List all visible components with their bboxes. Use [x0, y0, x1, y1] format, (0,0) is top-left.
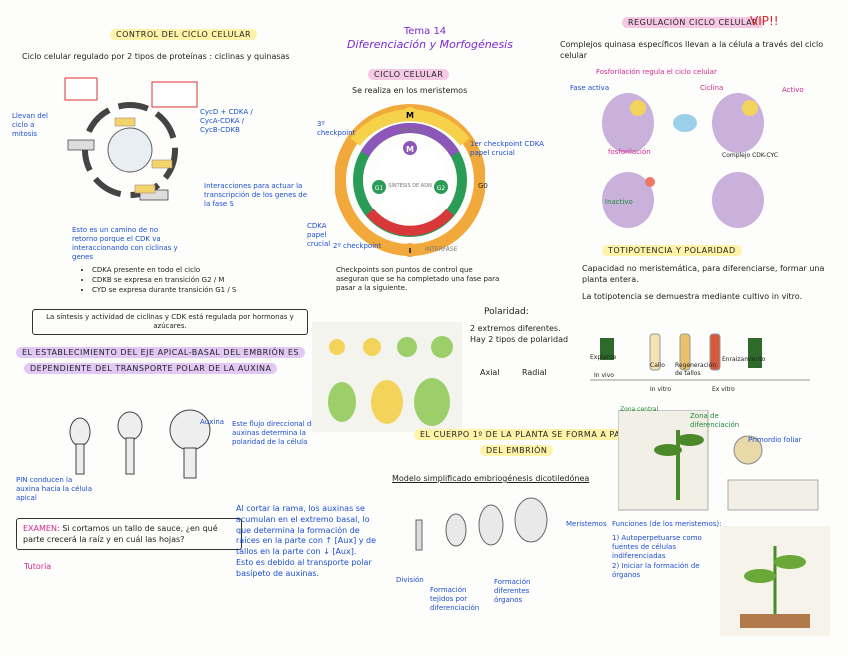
cycle-g0-label: G0 — [478, 182, 488, 190]
control-bullets: CDKA presente en todo el ciclo CDKB se e… — [82, 265, 302, 296]
control-intro: Ciclo celular regulado por 2 tipos de pr… — [22, 52, 290, 61]
cdk-diagram-side — [150, 72, 200, 132]
plan-heading-2: DEL EMBRIÓN — [480, 445, 554, 457]
tutoria-label: Tutoría — [24, 562, 52, 571]
regulation-label-6: Complejo CDK-CYC — [722, 152, 779, 159]
plan-function-2: 2) Iniciar la formación de órganos — [612, 562, 700, 580]
apical-label-1: Zona central — [620, 406, 659, 413]
cycle-subtitle: Se realiza en los meristemos — [352, 86, 468, 95]
cycle-heading: CICLO CELULAR — [368, 69, 450, 81]
regulation-text: Complejos quinasa específicos llevan a l… — [560, 40, 824, 60]
totipotency-invitro: In vitro — [650, 386, 672, 393]
embryo-left-note: PIN conducen la auxina hacia la célula a… — [16, 476, 93, 503]
regulation-label-3: fosforilación — [608, 148, 651, 156]
apical-figure — [617, 409, 828, 520]
cycle-synthesis-label: SÍNTESIS DE ADN — [388, 182, 432, 189]
plan-heading-1: EL CUERPO 1º DE LA PLANTA SE FORMA A PAR… — [414, 429, 646, 441]
cdk-cycle-figure — [64, 77, 178, 201]
totipotency-regeneracion: Regeneración de tallos — [675, 362, 717, 377]
control-box: La síntesis y actividad de ciclinas y CD… — [32, 309, 308, 336]
plan-label-tejidos: Formación tejidos por diferenciación — [430, 586, 480, 613]
totipotency-text-1: Capacidad no meristemática, para diferen… — [582, 264, 825, 284]
totipotency-exvitro: Ex vitro — [712, 386, 735, 393]
control-left-note: Llevan del ciclo a mitosis — [12, 112, 48, 139]
control-bottom-note: Esto es un camino de no retorno porque e… — [72, 226, 178, 262]
exam-box: EXAMEN: Si cortamos un tallo de sauce, ¿… — [16, 518, 242, 551]
regulation-label-1: Fase activa — [570, 84, 610, 92]
regulation-label-2: Ciclina — [700, 84, 724, 92]
cycle-m-inner-marker — [403, 141, 417, 155]
cycle-checkpoint-3: 3º checkpoint — [317, 120, 356, 138]
embryo-auxin-label: Auxina — [200, 418, 225, 426]
control-heading: CONTROL DEL CICLO CELULAR — [110, 29, 258, 41]
arabidopsis-figure — [312, 322, 462, 432]
cycle-g1-label: G1 — [375, 185, 384, 192]
regulation-label-4: Inactivo — [605, 198, 633, 206]
plan-functions-title: Funciones (de los meristemos): — [612, 520, 722, 528]
plan-label-division: División — [396, 576, 424, 584]
page-title: Diferenciación y Morfogénesis — [347, 38, 513, 51]
polarity-title: Polaridad: — [484, 307, 529, 317]
cycle-m-label: M — [406, 111, 414, 120]
cycle-note: Checkpoints son puntos de control que as… — [336, 266, 500, 293]
regulation-label-5: Activo — [782, 86, 804, 94]
totipotency-figure — [590, 310, 810, 400]
cycle-g2-label: G2 — [437, 185, 446, 192]
cycle-g2-marker — [434, 180, 448, 194]
cycle-i-marker — [403, 243, 417, 257]
plant-figure — [720, 526, 830, 636]
cycle-m-inner-label: M — [406, 145, 414, 154]
totipotency-heading: TOTIPOTENCIA Y POLARIDAD — [602, 245, 742, 257]
control-bullet: CYD se expresa durante transición G1 / S — [92, 286, 302, 295]
embryo-heading-2: DEPENDIENTE DEL TRANSPORTE POLAR DE LA A… — [24, 363, 278, 375]
regulation-sub: Fosforilación regula el ciclo celular — [596, 68, 717, 76]
exam-question: Si cortamos un tallo de sauce, ¿en qué p… — [23, 524, 218, 545]
totipotency-callo: Callo — [650, 362, 665, 369]
control-bullet: CDKB se expresa en transición G2 / M — [92, 276, 302, 285]
totipotency-enraizamiento: Enraizamiento — [722, 356, 766, 363]
polarity-text: 2 extremos diferentes. Hay 2 tipos de po… — [470, 324, 569, 344]
cycle-checkpoint-1: 1er checkpoint CDKA papel crucial — [470, 140, 544, 158]
totipotency-invivo: In vivo — [594, 372, 614, 379]
cycle-interfase-label: INTERFASE — [425, 246, 458, 253]
control-right-note: Interacciones para actuar la transcripci… — [204, 182, 308, 209]
embryo-figure — [50, 392, 240, 502]
regulation-heading: REGULACIÓN CICLO CELULAR — [622, 17, 765, 29]
apical-label-2: Zona de diferenciación — [690, 412, 740, 430]
exam-answer: Al cortar la rama, los auxinas se acumul… — [236, 504, 377, 578]
totipotency-explante: Explante — [590, 354, 617, 361]
polarity-axial: Axial — [480, 368, 500, 377]
polarity-radial: Radial — [522, 368, 547, 377]
regulation-vip: VIP!! — [750, 14, 779, 28]
embryo-auxin-note: Este flujo direccional de auxinas determ… — [232, 420, 316, 447]
plan-figure — [396, 490, 566, 570]
topic-label: Tema 14 — [403, 26, 447, 37]
cycle-mitosis-label: MITOSIS — [400, 128, 421, 134]
plan-function-1: 1) Autoperpetuarse como fuentes de célul… — [612, 534, 702, 561]
regulation-figure — [590, 78, 790, 238]
cycle-m-marker — [403, 107, 417, 121]
cycle-cdka-note: CDKA papel crucial — [307, 222, 331, 249]
totipotency-text-2: La totipotencia se demuestra mediante cu… — [582, 292, 803, 301]
plan-model: Modelo simplificado embriogénesis dicoti… — [392, 474, 590, 483]
cdk-diagram — [60, 70, 200, 225]
control-bullet: CDKA presente en todo el ciclo — [92, 266, 302, 275]
cycle-i-label: I — [409, 247, 412, 255]
embryo-heading-1: EL ESTABLECIMIENTO DEL EJE APICAL-BASAL … — [16, 347, 305, 359]
exam-label: EXAMEN: — [23, 524, 60, 533]
control-right-note-top: CycD + CDKA / CycA-CDKA / CycB-CDKB — [200, 108, 253, 135]
cycle-checkpoint-2: 2º checkpoint — [333, 242, 382, 250]
plan-label-meristemos: Meristemos — [566, 520, 607, 528]
cycle-diagram: M M G1 G2 I MITOSIS SÍNTESIS DE ADN — [334, 102, 486, 257]
plan-label-organos: Formación diferentes órganos — [494, 578, 531, 605]
cycle-g1-marker — [372, 180, 386, 194]
apical-label-3: Primordio foliar — [748, 436, 802, 444]
